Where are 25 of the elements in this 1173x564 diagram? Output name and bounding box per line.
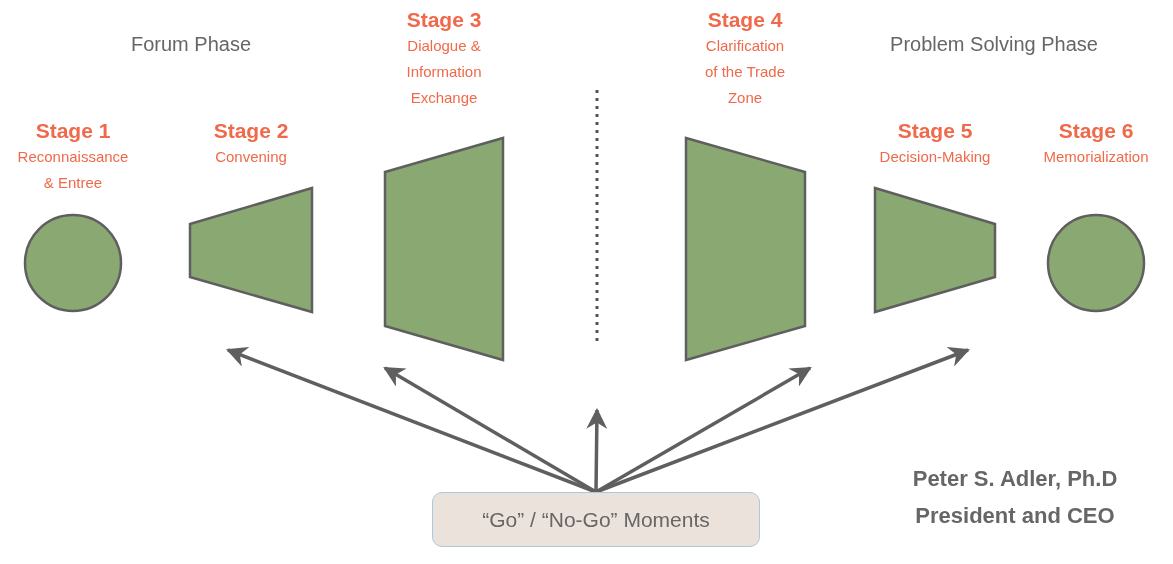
stage-description: Decision-Making bbox=[878, 147, 992, 167]
stage-trapezoid bbox=[383, 136, 505, 362]
stage-description: Clarification of the Trade Zone bbox=[703, 36, 787, 108]
box-label: “Go” / “No-Go” Moments bbox=[482, 507, 710, 532]
stage-trapezoid bbox=[684, 136, 807, 362]
phase-label: Problem Solving Phase bbox=[890, 33, 1098, 56]
stage-heading: Stage 1 bbox=[35, 118, 111, 144]
author-credit: President and CEO bbox=[915, 503, 1115, 529]
arrow bbox=[586, 407, 608, 493]
stage-trapezoid bbox=[188, 186, 314, 314]
stage-description: Reconnaissance & Entree bbox=[16, 147, 130, 193]
stage-heading: Stage 3 bbox=[406, 7, 482, 33]
stage-heading: Stage 6 bbox=[1058, 118, 1134, 144]
stage-description: Memorialization bbox=[1042, 147, 1150, 167]
stage-circle bbox=[23, 213, 123, 313]
author-credit: Peter S. Adler, Ph.D bbox=[912, 466, 1118, 492]
moments-box bbox=[432, 492, 760, 547]
stage-trapezoid bbox=[873, 186, 997, 314]
stage-description: Dialogue & Information Exchange bbox=[405, 36, 483, 108]
stage-heading: Stage 2 bbox=[213, 118, 289, 144]
stage-description: Convening bbox=[214, 147, 288, 167]
stage-heading: Stage 4 bbox=[707, 7, 783, 33]
stage-circle bbox=[1046, 213, 1146, 313]
stage-heading: Stage 5 bbox=[897, 118, 973, 144]
phase-label: Forum Phase bbox=[130, 33, 252, 56]
